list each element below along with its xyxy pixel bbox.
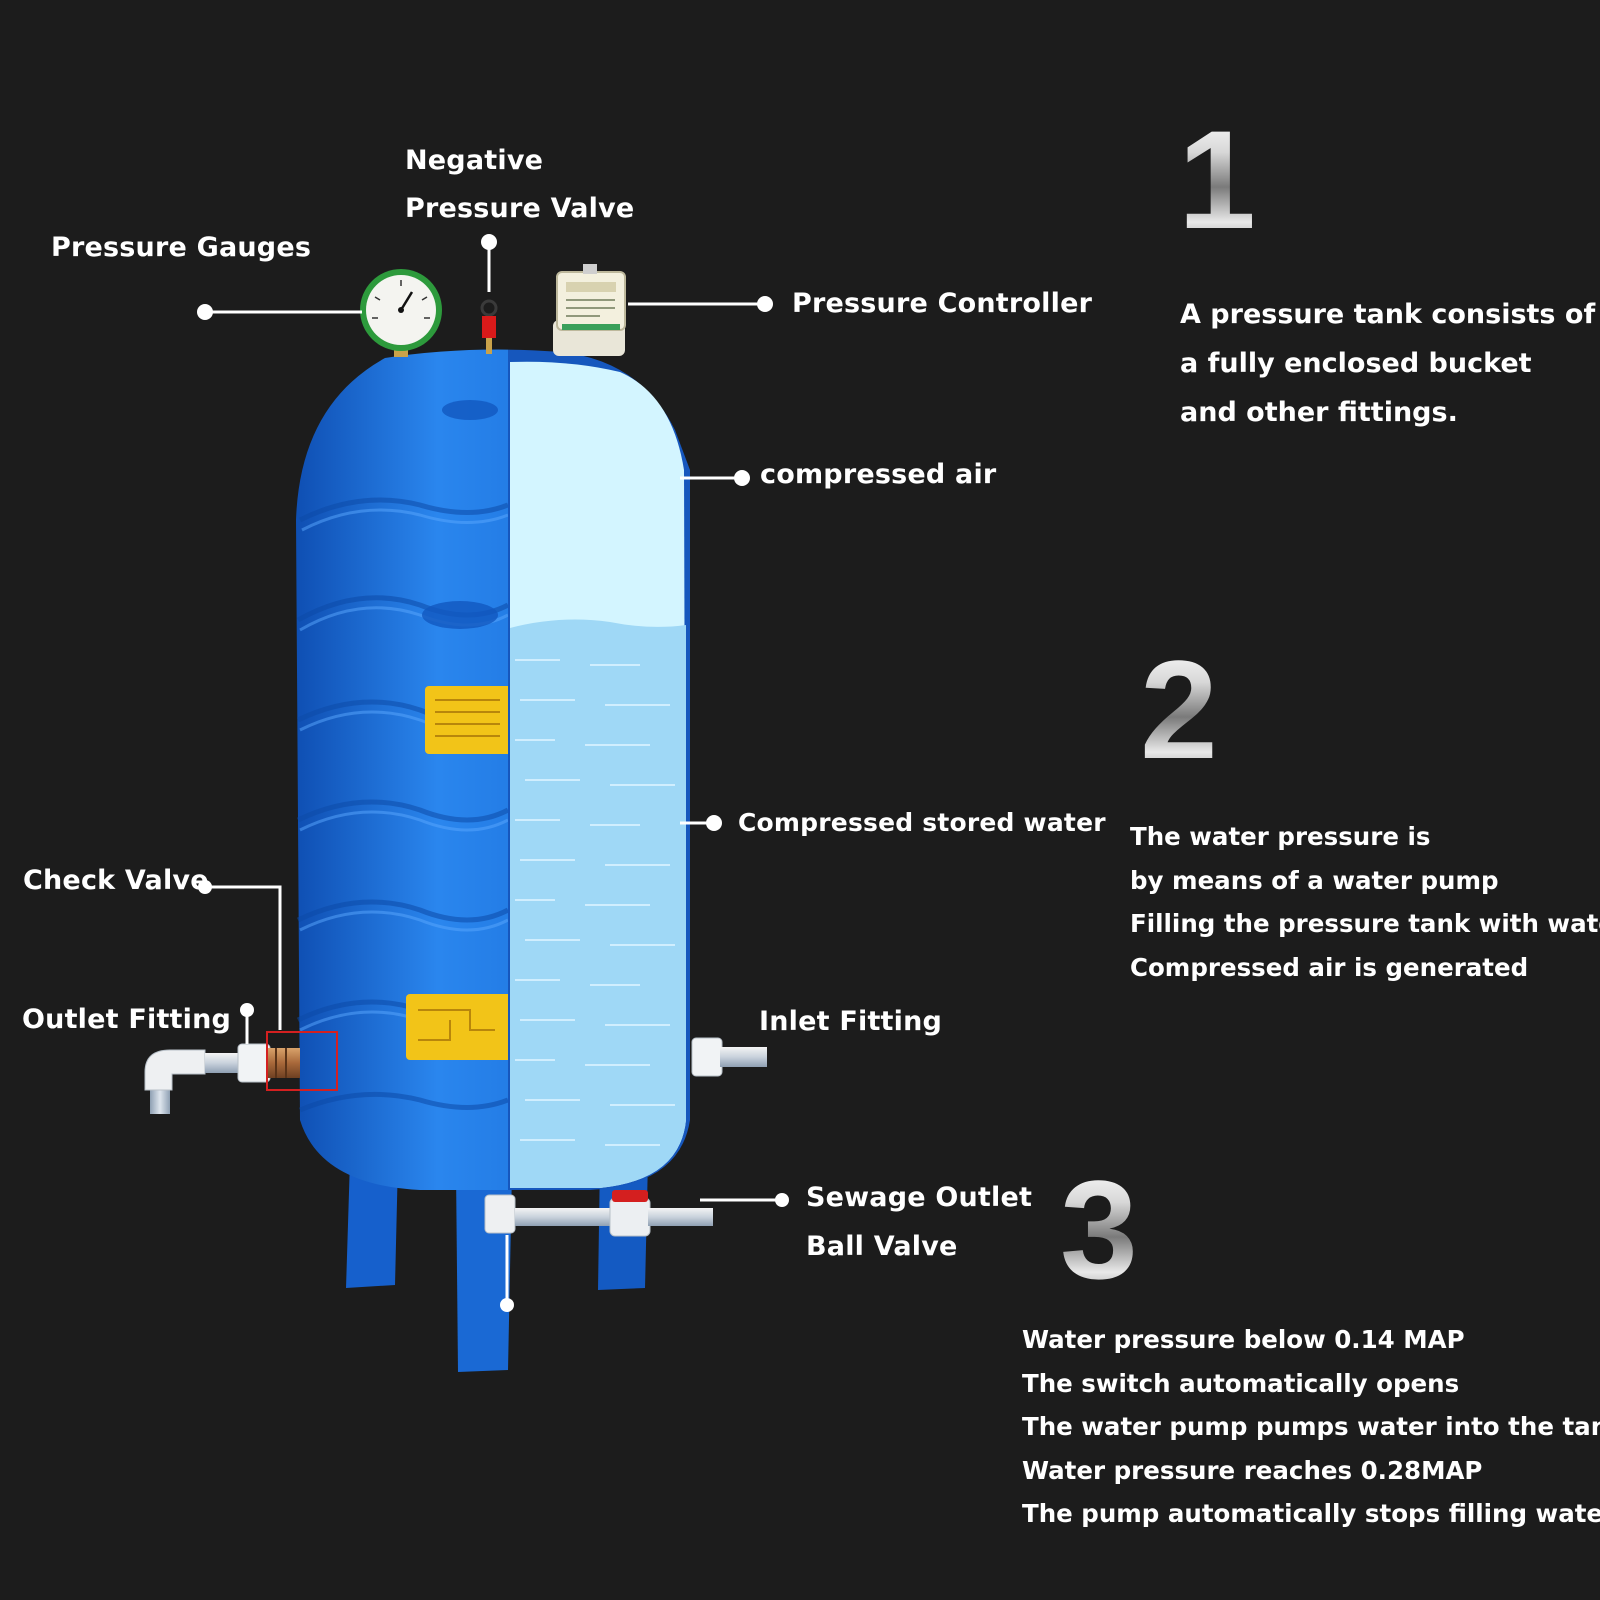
compressed-water-region xyxy=(510,619,686,1188)
step-3-description: Water pressure below 0.14 MAP The switch… xyxy=(1022,1318,1600,1536)
sewage-ball-valve-icon xyxy=(484,1190,713,1237)
sewage-outlet-dot xyxy=(775,1193,789,1207)
inlet-fitting-icon xyxy=(691,1037,767,1077)
check-valve-dot xyxy=(198,880,212,894)
step-3-line: Water pressure below 0.14 MAP xyxy=(1022,1325,1465,1354)
step-1-number: 1 xyxy=(1178,101,1256,258)
pressure-controller-dot xyxy=(757,296,773,312)
tank-body xyxy=(296,349,508,1190)
step-2-line: Compressed air is generated xyxy=(1130,952,1529,982)
leg-dot xyxy=(500,1298,514,1312)
step-1-line: and other fittings. xyxy=(1180,397,1458,428)
outlet-fitting-label: Outlet Fitting xyxy=(22,1004,232,1035)
pressure-gauges-label: Pressure Gauges xyxy=(51,232,312,263)
step-2-description: The water pressure is by means of a wate… xyxy=(1130,815,1600,989)
compressed-water-dot xyxy=(706,815,722,831)
warning-sticker-upper xyxy=(425,686,508,754)
step-1-description: A pressure tank consists of a fully encl… xyxy=(1180,290,1595,437)
negative-pressure-valve-label-line1: Negative xyxy=(405,145,544,176)
compressed-air-label: compressed air xyxy=(760,459,997,490)
check-valve-icon xyxy=(268,1048,300,1078)
pressure-controller-label: Pressure Controller xyxy=(792,288,1093,319)
step-3-line: The water pump pumps water into the tank… xyxy=(1022,1412,1600,1441)
negative-pressure-valve-icon xyxy=(480,299,498,354)
warning-sticker-lower xyxy=(406,994,508,1060)
negative-pressure-valve-label-line2: Pressure Valve xyxy=(405,193,635,224)
step-3-line: Water pressure reaches 0.28MAP xyxy=(1022,1455,1483,1485)
sewage-outlet-label-line1: Sewage Outlet xyxy=(806,1182,1033,1213)
outlet-fitting-icon xyxy=(144,1043,271,1114)
compressed-air-dot xyxy=(734,470,750,486)
step-3-number: 3 xyxy=(1060,1151,1138,1308)
pressure-gauges-dot xyxy=(197,304,213,320)
inlet-fitting-label: Inlet Fitting xyxy=(759,1006,943,1037)
pressure-gauge-icon xyxy=(360,269,442,357)
negative-pressure-valve-dot xyxy=(481,234,497,250)
step-2-line: The water pressure is xyxy=(1130,822,1431,851)
tank-cutaway xyxy=(508,349,690,1190)
tank-legs xyxy=(346,1160,648,1372)
leader-dots xyxy=(197,234,789,1312)
step-3-line: The switch automatically opens xyxy=(1022,1368,1460,1398)
step-1-line: a fully enclosed bucket xyxy=(1180,348,1532,379)
step-2-line: by means of a water pump xyxy=(1130,865,1499,895)
step-3-line: The pump automatically stops filling wat… xyxy=(1022,1499,1600,1528)
step-2-number: 2 xyxy=(1140,631,1218,788)
check-valve-label: Check Valve xyxy=(23,865,209,896)
check-valve-highlight-box xyxy=(266,1031,338,1091)
pressure-controller-icon xyxy=(553,264,626,356)
step-2-line: Filling the pressure tank with water xyxy=(1130,909,1600,938)
outlet-fitting-dot xyxy=(240,1003,254,1017)
step-1-line: A pressure tank consists of xyxy=(1180,299,1596,330)
sewage-outlet-label-line2: Ball Valve xyxy=(806,1231,958,1262)
compressed-stored-water-label: Compressed stored water xyxy=(738,808,1106,837)
